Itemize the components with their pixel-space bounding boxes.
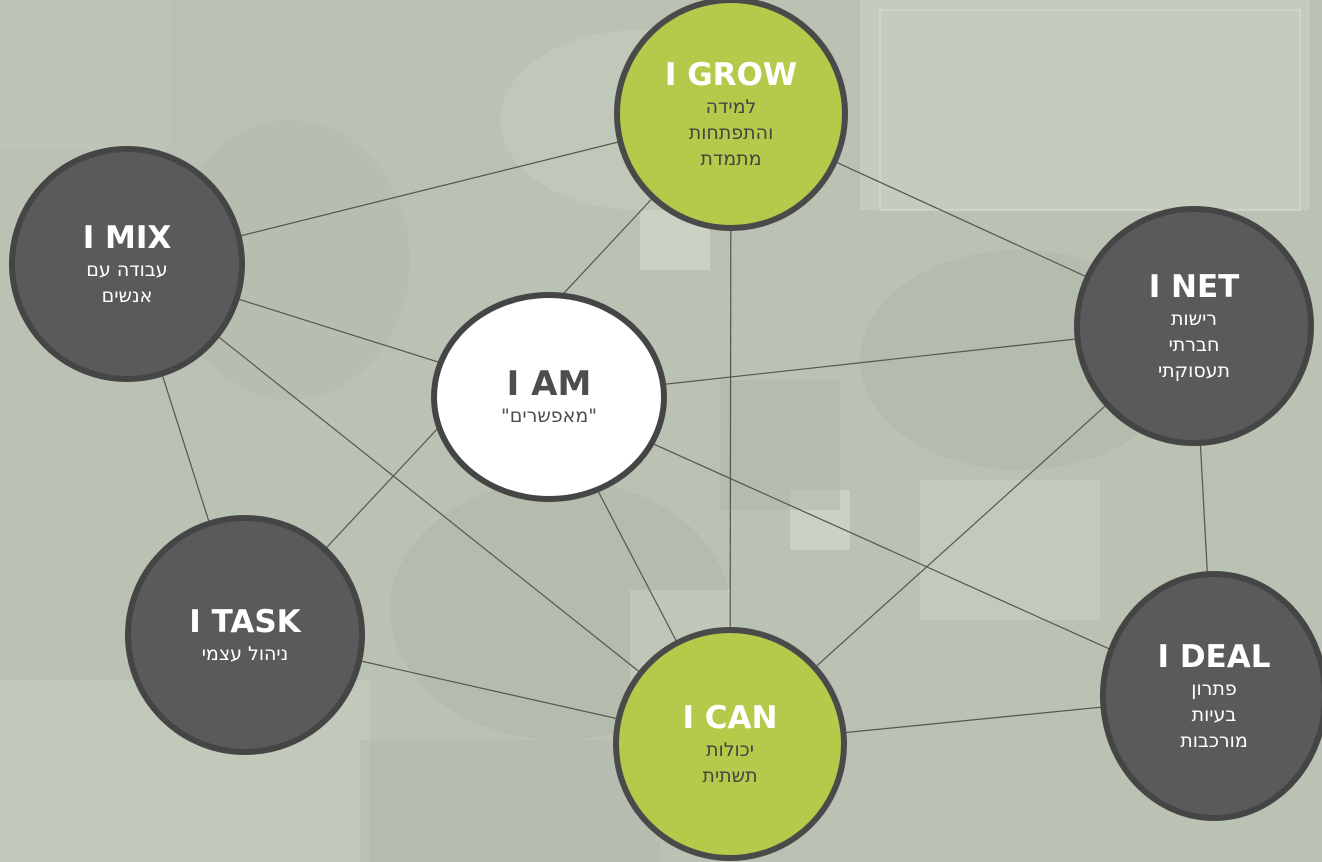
- node-i-task-title: I TASK: [189, 604, 301, 640]
- node-i-grow: I GROW למידה והתפתחות מתמדת: [614, 0, 848, 231]
- node-i-deal-title: I DEAL: [1157, 639, 1271, 675]
- node-i-can-subtitle: יכולות תשתית: [702, 739, 758, 787]
- node-i-can-title: I CAN: [682, 700, 778, 736]
- node-i-mix-title: I MIX: [82, 220, 172, 256]
- node-i-deal: I DEAL פתרון בעיות מורכבות: [1100, 571, 1322, 821]
- node-i-task: I TASK ניהול עצמי: [125, 515, 365, 755]
- node-i-deal-subtitle: פתרון בעיות מורכבות: [1180, 678, 1248, 752]
- node-i-net-subtitle: רישות חברתי תעסוקתי: [1157, 308, 1231, 382]
- node-i-grow-title: I GROW: [664, 57, 798, 93]
- node-i-net-title: I NET: [1148, 269, 1240, 305]
- node-i-am-title: I AM: [506, 364, 592, 404]
- node-i-mix: I MIX עבודה עם אנשים: [9, 146, 245, 382]
- node-i-mix-subtitle: עבודה עם אנשים: [86, 259, 168, 307]
- node-i-net: I NET רישות חברתי תעסוקתי: [1074, 206, 1314, 446]
- node-i-grow-subtitle: למידה והתפתחות מתמדת: [688, 96, 774, 170]
- node-i-task-subtitle: ניהול עצמי: [201, 643, 289, 665]
- node-i-am-subtitle: "מאפשרים": [501, 405, 597, 427]
- node-i-can: I CAN יכולות תשתית: [613, 627, 847, 861]
- node-i-am: I AM "מאפשרים": [431, 292, 667, 502]
